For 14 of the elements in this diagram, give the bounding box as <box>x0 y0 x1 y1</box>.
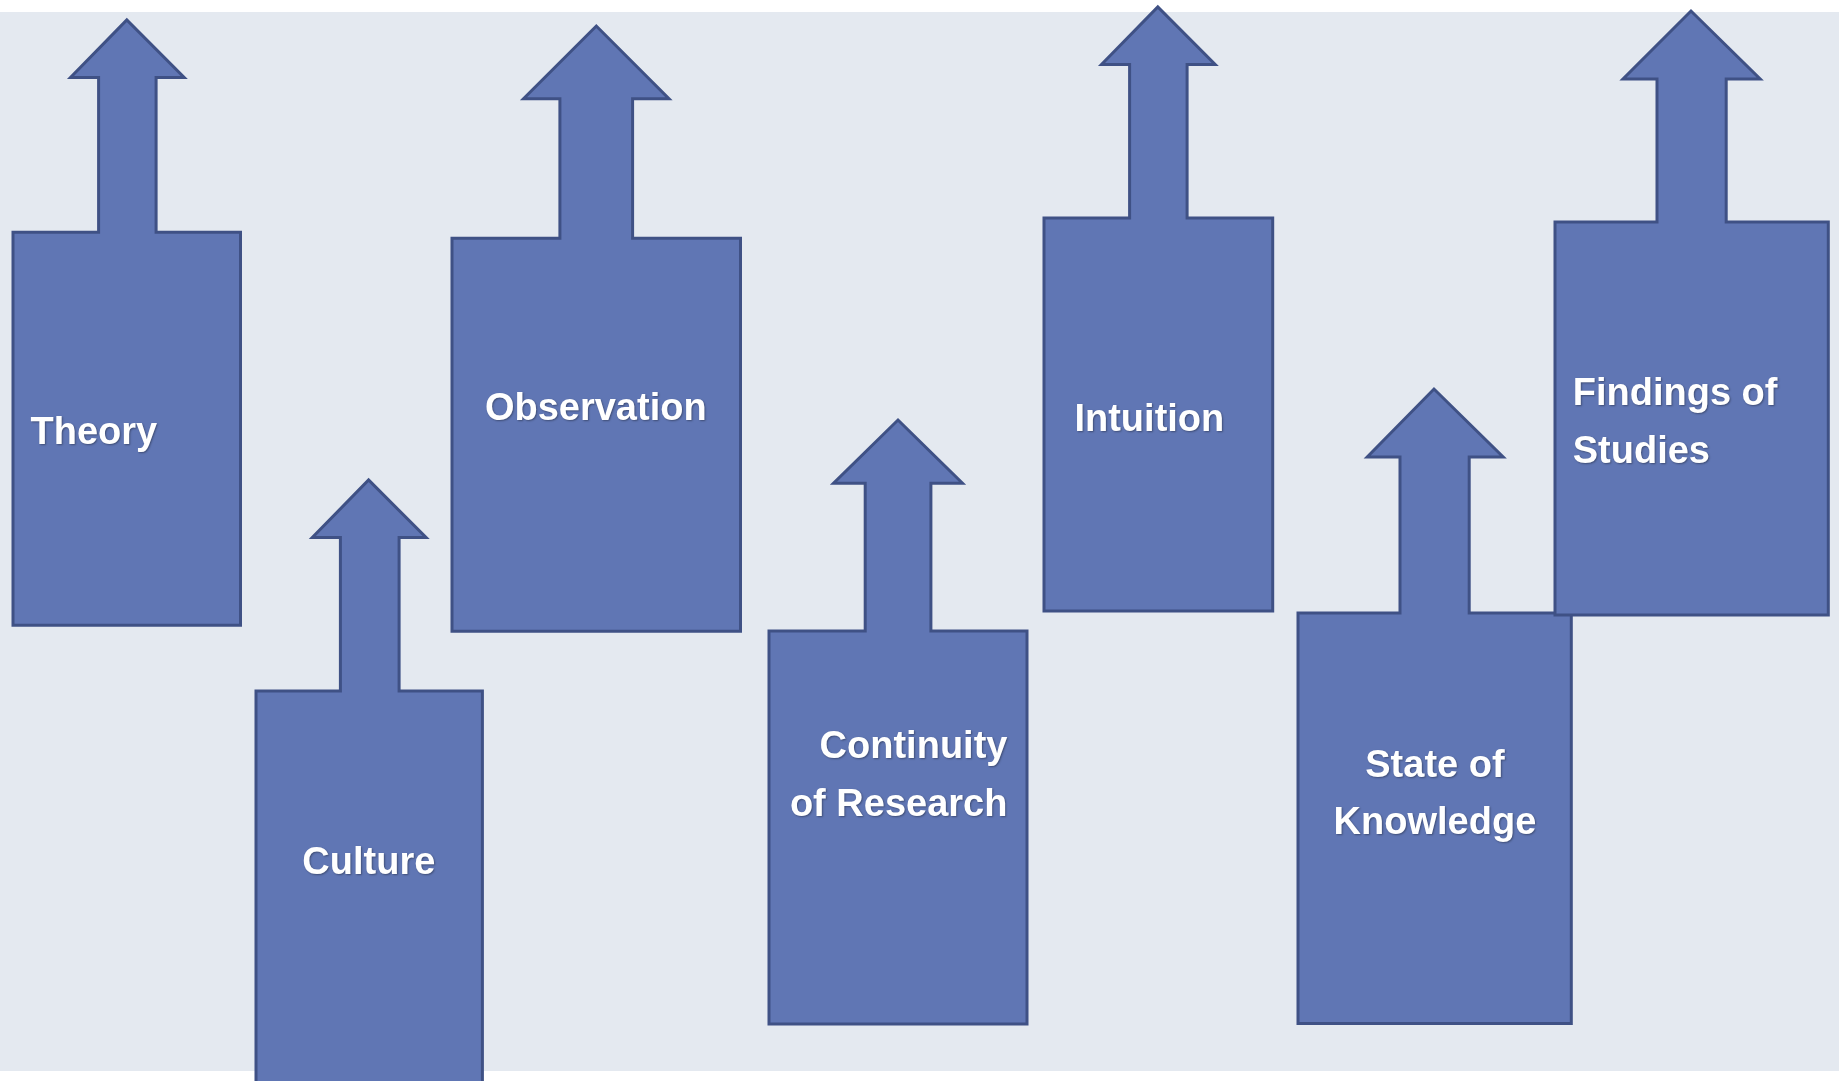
up-arrow-box <box>769 419 1028 1024</box>
up-arrow-box <box>12 19 241 626</box>
box-label: State of Knowledge <box>1332 741 1538 845</box>
box-label: Observation <box>483 385 708 431</box>
up-arrow-box <box>1555 10 1829 615</box>
box-label: Intuition <box>1073 395 1226 441</box>
up-arrow-box <box>451 25 741 631</box>
box-label: Continuity of Research <box>788 723 1008 826</box>
up-arrow-box <box>1298 389 1572 1024</box>
up-arrow-box <box>1043 7 1273 612</box>
box-label: Theory <box>30 408 159 454</box>
box-label: Culture <box>301 839 437 885</box>
box-label: Findings of Studies <box>1572 370 1779 473</box>
up-arrow-box <box>255 479 482 1081</box>
